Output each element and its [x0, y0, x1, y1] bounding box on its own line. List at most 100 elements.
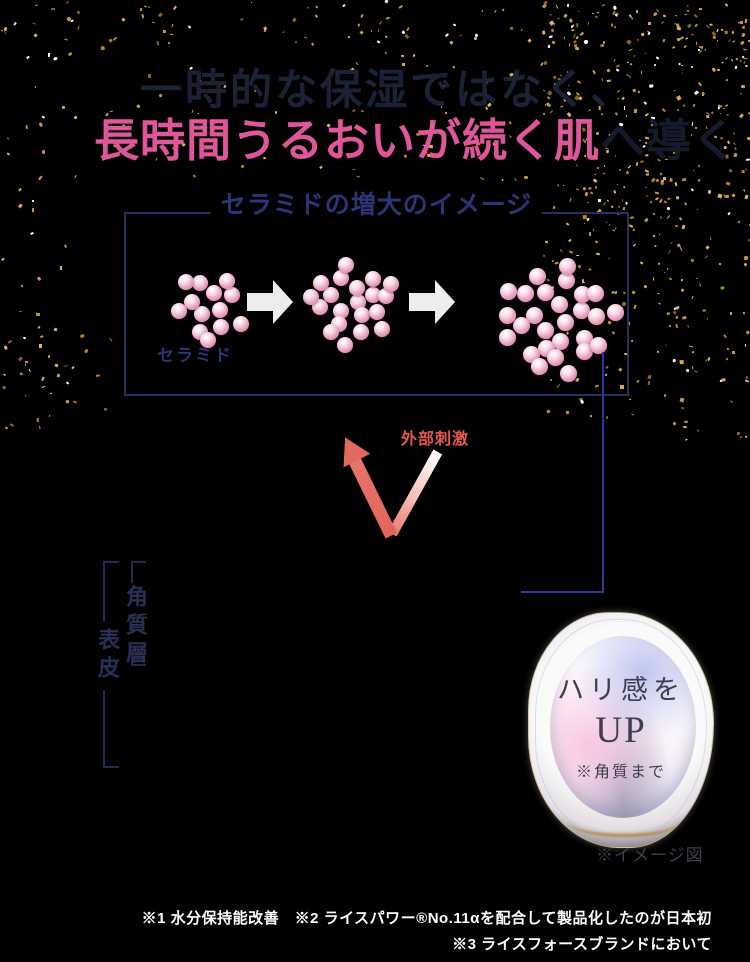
glitter-speck — [686, 5, 689, 7]
glitter-speck — [303, 36, 307, 39]
glitter-speck — [726, 347, 730, 351]
glitter-speck — [31, 22, 36, 25]
glitter-speck — [701, 309, 706, 313]
glitter-speck — [707, 356, 711, 361]
glitter-speck — [552, 41, 556, 45]
glitter-speck — [672, 421, 677, 426]
glitter-speck — [613, 25, 616, 29]
glitter-speck — [474, 36, 478, 40]
glitter-speck — [712, 35, 716, 40]
glitter-speck — [690, 66, 694, 70]
glitter-speck — [147, 5, 151, 9]
ceramide-pearl — [576, 342, 594, 360]
glitter-speck — [23, 336, 27, 340]
ceramide-pearl — [588, 308, 606, 326]
glitter-speck — [740, 20, 744, 24]
glitter-speck — [658, 234, 661, 236]
glitter-speck — [647, 374, 652, 379]
glitter-speck — [687, 23, 693, 29]
glitter-speck — [636, 10, 639, 14]
glitter-speck — [73, 115, 78, 120]
glitter-speck — [32, 208, 35, 213]
glitter-speck — [658, 262, 662, 266]
arrow-bar — [409, 293, 435, 311]
footnote-line2: ※3 ライスフォースブランドにおいて — [452, 935, 712, 953]
glitter-speck — [691, 365, 694, 369]
glitter-speck — [636, 379, 641, 383]
glitter-speck — [583, 39, 589, 45]
glitter-speck — [5, 426, 9, 430]
glitter-speck — [156, 40, 159, 45]
glitter-speck — [575, 35, 579, 40]
glitter-speck — [741, 32, 746, 37]
glitter-speck — [53, 56, 59, 62]
leader-line-vertical — [602, 352, 604, 593]
bracket-epidermis-line-bottom — [103, 690, 105, 767]
glitter-speck — [63, 244, 67, 248]
glitter-speck — [377, 29, 380, 33]
glitter-speck — [694, 24, 699, 29]
glitter-speck — [578, 397, 583, 400]
glitter-speck — [660, 181, 665, 186]
ceramide-pearl — [536, 322, 554, 340]
glitter-speck — [579, 399, 585, 405]
bubble-ring — [535, 619, 707, 839]
glitter-speck — [549, 14, 552, 17]
glitter-speck — [109, 337, 113, 341]
glitter-speck — [41, 115, 45, 118]
glitter-speck — [351, 168, 356, 171]
glitter-speck — [250, 2, 253, 4]
glitter-speck — [19, 372, 22, 375]
glitter-speck — [1, 257, 5, 261]
glitter-speck — [685, 439, 688, 442]
glitter-speck — [745, 435, 748, 439]
glitter-speck — [563, 36, 565, 40]
glitter-speck — [572, 40, 577, 44]
glitter-speck — [103, 407, 108, 412]
ceramide-pearl — [364, 270, 381, 287]
glitter-speck — [653, 63, 657, 67]
glitter-speck — [404, 33, 410, 39]
glitter-speck — [670, 241, 674, 245]
glitter-speck — [599, 43, 604, 48]
glitter-speck — [602, 4, 606, 7]
glitter-speck — [659, 198, 664, 204]
ceramide-pearl — [199, 332, 216, 349]
glitter-speck — [660, 215, 663, 219]
ceramide-pearl — [500, 282, 518, 300]
glitter-speck — [653, 245, 657, 248]
glitter-speck — [707, 189, 712, 195]
glitter-speck — [61, 105, 66, 110]
glitter-speck — [696, 429, 699, 432]
glitter-speck — [541, 29, 545, 34]
glitter-speck — [744, 18, 748, 23]
glitter-speck — [37, 325, 42, 330]
glitter-speck — [384, 0, 389, 4]
glitter-speck — [555, 4, 558, 9]
bubble-benefit-text: ハリ感を — [557, 675, 685, 705]
glitter-speck — [65, 400, 69, 404]
glitter-speck — [731, 59, 734, 62]
glitter-speck — [728, 39, 732, 43]
glitter-speck — [656, 350, 660, 354]
glitter-speck — [65, 381, 69, 386]
glitter-speck — [717, 39, 719, 42]
glitter-speck — [96, 374, 101, 378]
glitter-speck — [744, 194, 750, 199]
glitter-speck — [24, 360, 28, 363]
glitter-speck — [640, 70, 643, 75]
glitter-speck — [20, 372, 24, 376]
glitter-speck — [661, 21, 665, 25]
glitter-speck — [745, 343, 747, 348]
glitter-speck — [6, 138, 9, 141]
glitter-speck — [594, 15, 599, 18]
glitter-speck — [660, 179, 665, 183]
glitter-speck — [702, 91, 705, 96]
ceramide-pearl — [365, 286, 382, 303]
glitter-speck — [314, 14, 319, 18]
glitter-speck — [18, 188, 22, 192]
glitter-speck — [573, 34, 577, 39]
glitter-speck — [636, 39, 639, 42]
ceramide-pearl — [607, 304, 625, 322]
